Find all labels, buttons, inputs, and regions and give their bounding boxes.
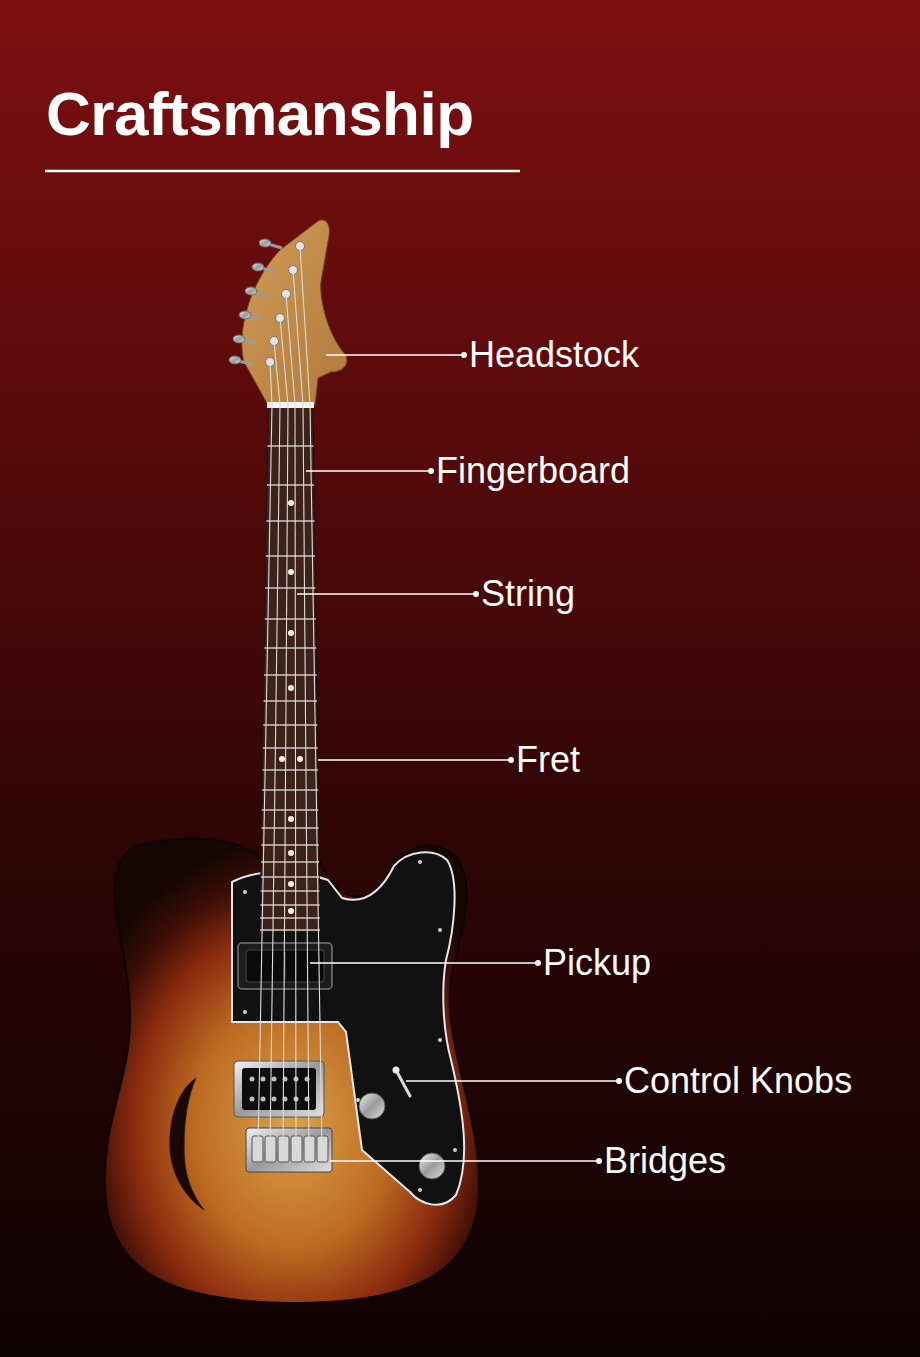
headstock	[242, 220, 347, 405]
part-label: Headstock	[469, 334, 639, 375]
frets	[250, 446, 330, 930]
tuners	[229, 239, 305, 367]
part-label: String	[481, 573, 575, 614]
nut	[267, 402, 314, 408]
part-label: Bridges	[604, 1140, 726, 1181]
pickguard	[232, 852, 464, 1204]
inlays	[279, 500, 303, 914]
bridge	[246, 1128, 332, 1172]
guitar-body	[105, 839, 479, 1303]
neck-pickup	[238, 943, 332, 989]
part-label: Fingerboard	[436, 450, 630, 491]
strings	[258, 246, 322, 1150]
bridge-pickup	[234, 1061, 324, 1117]
part-label: Pickup	[543, 942, 651, 983]
page-title: Craftsmanship	[46, 80, 474, 148]
part-label: Control Knobs	[624, 1060, 852, 1101]
title-underline	[45, 170, 520, 173]
f-hole	[170, 1078, 204, 1210]
part-label: Fret	[516, 739, 580, 780]
controls	[359, 1067, 445, 1180]
